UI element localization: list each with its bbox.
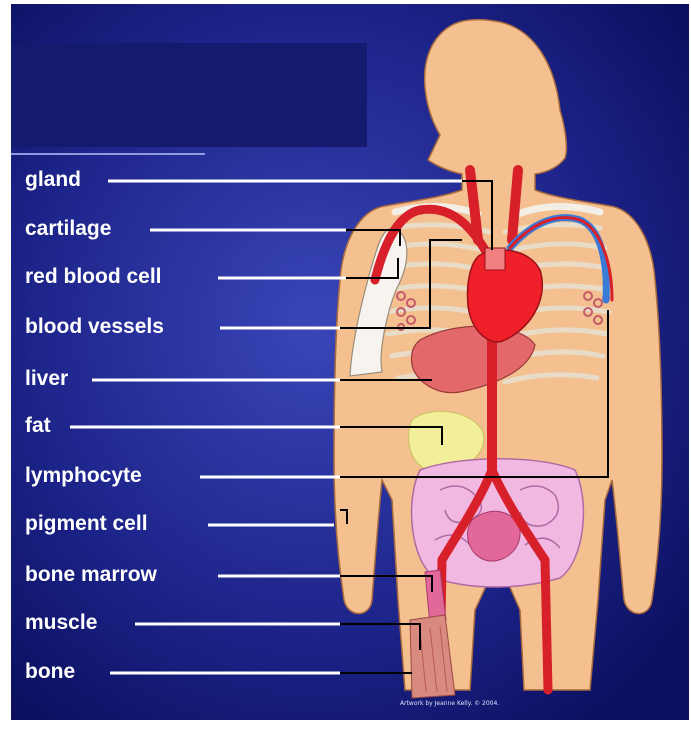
- label-gland: gland: [25, 168, 81, 192]
- title-banner-redacted: [11, 43, 367, 147]
- label-cartilage: cartilage: [25, 217, 111, 241]
- label-fat: fat: [25, 414, 51, 438]
- label-pigment-cell: pigment cell: [25, 512, 148, 536]
- label-liver: liver: [25, 367, 68, 391]
- label-red-blood-cell: red blood cell: [25, 265, 162, 289]
- label-lymphocyte: lymphocyte: [25, 464, 142, 488]
- label-muscle: muscle: [25, 611, 97, 635]
- label-blood-vessels: blood vessels: [25, 315, 164, 339]
- artwork-credit: Artwork by Jeanne Kelly. © 2004.: [400, 700, 499, 707]
- label-bone: bone: [25, 660, 75, 684]
- gland-marker: [485, 248, 505, 270]
- label-bone-marrow: bone marrow: [25, 563, 157, 587]
